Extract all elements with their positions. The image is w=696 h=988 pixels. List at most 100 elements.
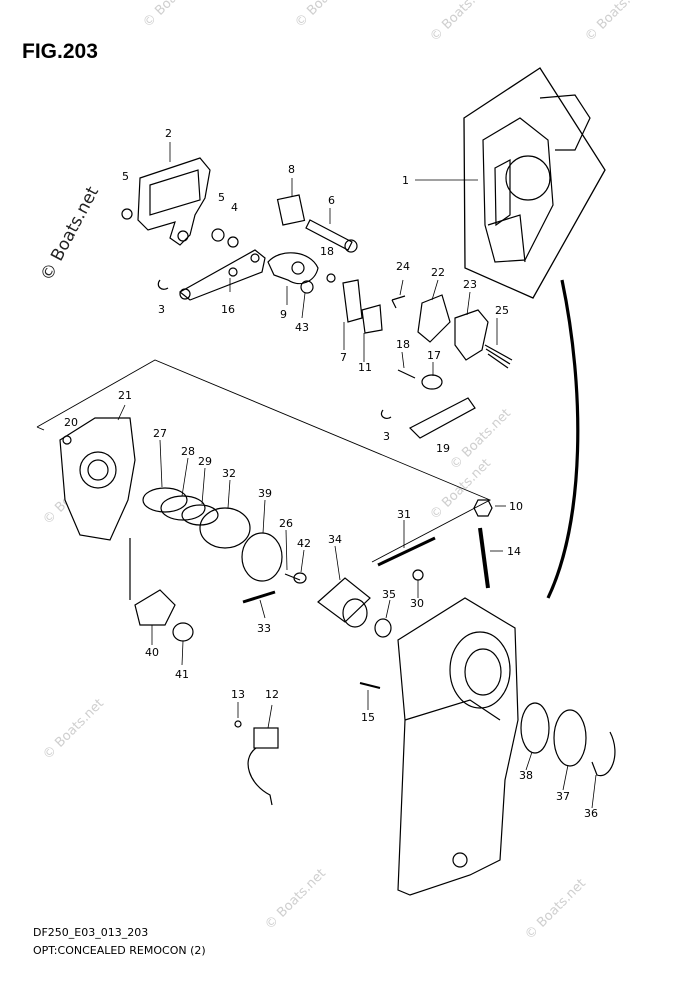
watermark: © Boats.net <box>140 0 207 31</box>
callout-43: 43 <box>295 321 309 334</box>
part-5-washer <box>121 208 133 220</box>
part-16-lever <box>178 249 266 301</box>
part-8-nut <box>276 194 306 226</box>
curved-arrow <box>546 279 580 599</box>
figure-title: FIG.203 <box>22 40 98 63</box>
callout-8: 8 <box>288 163 295 176</box>
part-drawings <box>36 67 616 896</box>
callout-15: 15 <box>361 711 375 724</box>
watermark: © Boats.net <box>582 0 649 45</box>
callout-24: 24 <box>396 260 410 273</box>
part-43-washer <box>300 280 314 294</box>
part-34-roller <box>317 577 371 628</box>
callout-4: 4 <box>231 201 238 214</box>
part-11-spacer <box>361 304 383 334</box>
part-38-seal <box>520 702 550 754</box>
callout-33: 33 <box>257 622 271 635</box>
callout-12: 12 <box>265 688 279 701</box>
callout-38: 38 <box>519 769 533 782</box>
part-14-stud <box>478 527 490 589</box>
callout-6: 6 <box>328 194 335 207</box>
part-41-ring <box>172 622 194 642</box>
leader-lines <box>117 142 597 809</box>
callout-28: 28 <box>181 445 195 458</box>
part-22-plate <box>417 294 451 343</box>
callout-26: 26 <box>279 517 293 530</box>
callout-41: 41 <box>175 668 189 681</box>
diagram-code: DF250_E03_013_203 <box>33 926 149 939</box>
callout-21: 21 <box>118 389 132 402</box>
inset-box-assembly <box>463 67 606 299</box>
part-30-ball <box>412 569 424 581</box>
part-31-pin <box>377 536 436 567</box>
part-20-screw <box>62 435 72 445</box>
part-25-spring <box>484 344 513 369</box>
callout-40: 40 <box>145 646 159 659</box>
callout-17: 17 <box>427 349 441 362</box>
part-28-ring <box>160 495 206 521</box>
callout-34: 34 <box>328 533 342 546</box>
watermark: © Boats.net <box>292 0 359 31</box>
callout-27: 27 <box>153 427 167 440</box>
callout-2: 2 <box>165 127 172 140</box>
watermark: © Boats.net <box>427 0 494 45</box>
diagram-description: OPT:CONCEALED REMOCON (2) <box>33 944 206 957</box>
callout-42: 42 <box>297 537 311 550</box>
callout-31: 31 <box>397 508 411 521</box>
callout-19: 19 <box>436 442 450 455</box>
part-13-screw <box>234 720 242 728</box>
part-9-plate <box>267 252 319 285</box>
part-5-washer-b <box>211 228 225 242</box>
callout-3: 3 <box>158 303 165 316</box>
watermark: © Boats.net <box>40 696 107 763</box>
part-32-gear <box>199 507 251 549</box>
callout-30: 30 <box>410 597 424 610</box>
callout-5: 5 <box>122 170 129 183</box>
callout-36: 36 <box>584 807 598 820</box>
callout-14: 14 <box>507 545 521 558</box>
callout-35: 35 <box>382 588 396 601</box>
callout-22: 22 <box>431 266 445 279</box>
part-10-nut <box>473 499 493 517</box>
callout-11: 11 <box>358 361 372 374</box>
part-12-switch <box>247 727 279 806</box>
part-15-screw <box>359 682 381 689</box>
callout-10: 10 <box>509 500 523 513</box>
callout-9: 9 <box>280 308 287 321</box>
callout-20: 20 <box>64 416 78 429</box>
callout-18: 18 <box>320 245 334 258</box>
callout-5b: 5 <box>218 191 225 204</box>
part-24-screw <box>391 295 406 309</box>
callout-39: 39 <box>258 487 272 500</box>
callout-13: 13 <box>231 688 245 701</box>
main-housing <box>397 597 519 896</box>
part-42-bushing <box>293 572 307 584</box>
callout-25: 25 <box>495 304 509 317</box>
part-35-bush <box>374 618 392 638</box>
callouts: 1 2 5 8 6 5 4 18 24 22 23 25 3 16 9 43 7… <box>64 127 598 820</box>
part-21-cover <box>59 417 136 541</box>
watermark: © Boats.net <box>522 876 589 943</box>
part-19-link <box>408 397 476 439</box>
callout-7: 7 <box>340 351 347 364</box>
part-23-cam <box>454 309 489 361</box>
part-18-screw <box>326 273 336 283</box>
part-7-plate <box>342 279 363 323</box>
callout-1: 1 <box>402 174 409 187</box>
part-3-clip-b <box>380 409 392 420</box>
part-3-clip <box>157 279 169 290</box>
callout-29: 29 <box>198 455 212 468</box>
callout-3b: 3 <box>383 430 390 443</box>
part-2-bracket <box>137 157 211 246</box>
watermark-prominent: © Boats.net <box>37 183 104 284</box>
part-33-pin <box>242 590 276 604</box>
part-36-circlip <box>591 731 616 777</box>
callout-18b: 18 <box>396 338 410 351</box>
part-4-washer <box>227 236 239 248</box>
callout-16: 16 <box>221 303 235 316</box>
callout-37: 37 <box>556 790 570 803</box>
part-40-bracket <box>134 589 176 626</box>
watermark: © Boats.net <box>262 866 329 933</box>
part-17-washer <box>421 374 443 390</box>
